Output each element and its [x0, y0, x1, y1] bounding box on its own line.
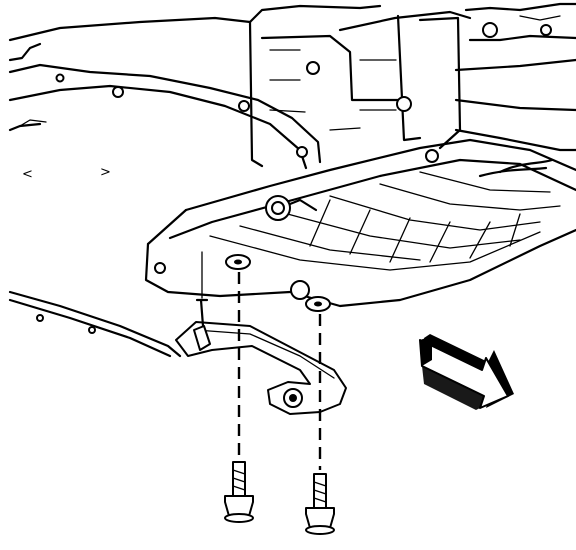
bolt-icon — [224, 461, 254, 523]
transmission-edge — [8, 290, 182, 358]
left-mark: < — [22, 167, 33, 182]
lower-cover — [144, 138, 576, 308]
housing-flange — [8, 16, 322, 170]
explosion-lines — [201, 251, 322, 470]
pan-body — [248, 2, 576, 168]
right-mark: > — [100, 165, 111, 180]
washers — [225, 254, 331, 312]
direction-arrow-icon — [419, 334, 514, 410]
brace-bracket — [175, 298, 347, 415]
bolt-icon — [305, 473, 335, 535]
